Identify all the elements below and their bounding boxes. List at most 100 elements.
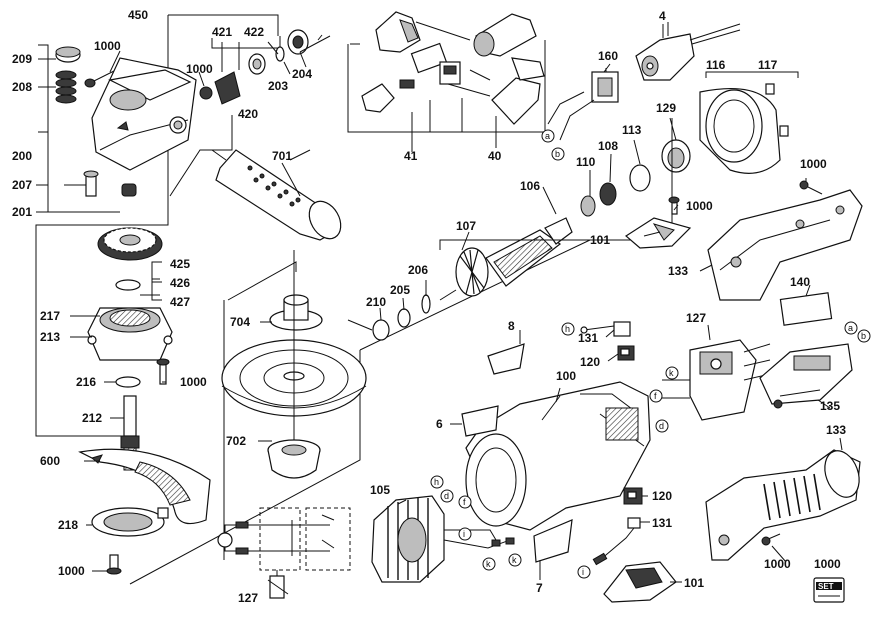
switch-135 <box>759 343 853 409</box>
connector-120-bottom <box>623 487 643 505</box>
callout-h2: h <box>434 477 439 487</box>
label-127-right: 127 <box>686 311 706 325</box>
label-100: 100 <box>556 369 576 383</box>
label-210: 210 <box>366 295 386 309</box>
label-131-bottom: 131 <box>652 516 672 530</box>
screw-1000-c <box>156 358 170 385</box>
label-426: 426 <box>170 276 190 290</box>
callout-f1: f <box>654 391 657 401</box>
label-6: 6 <box>436 417 443 431</box>
label-110: 110 <box>576 155 596 169</box>
switch-127 <box>662 339 771 421</box>
label-218: 218 <box>58 518 78 532</box>
callout-a2: a <box>848 323 853 333</box>
strain-relief-160 <box>547 68 619 141</box>
label-129: 129 <box>656 101 676 115</box>
label-701: 701 <box>272 149 292 163</box>
label-1000-c: 1000 <box>180 375 207 389</box>
label-116: 116 <box>706 58 726 72</box>
wheel-guard-600 <box>78 448 211 525</box>
label-212: 212 <box>82 411 102 425</box>
bolt-207 <box>83 170 99 197</box>
label-1000-e: 1000 <box>686 199 713 213</box>
nut-201 <box>121 183 137 197</box>
label-201: 201 <box>12 205 32 219</box>
bearing-110 <box>580 195 596 217</box>
callout-d2: d <box>444 491 449 501</box>
label-422: 422 <box>244 25 264 39</box>
label-205: 205 <box>390 283 410 297</box>
label-160: 160 <box>598 49 618 63</box>
screw-1000-top <box>84 67 121 88</box>
label-1000-set: 1000 <box>814 557 841 571</box>
label-133-top: 133 <box>668 264 688 278</box>
label-203: 203 <box>268 79 288 93</box>
label-135: 135 <box>820 399 840 413</box>
leader-lines <box>38 24 843 583</box>
cable-switch-group <box>347 11 546 133</box>
callout-i1: i <box>463 529 465 539</box>
label-209: 209 <box>12 52 32 66</box>
label-106: 106 <box>520 179 540 193</box>
label-133-bottom: 133 <box>826 423 846 437</box>
callout-b1: b <box>555 149 560 159</box>
washer-216 <box>115 376 141 388</box>
cable-4 <box>635 22 741 81</box>
callout-h1: h <box>565 324 570 334</box>
connector-131-top <box>580 321 631 337</box>
label-1000-top: 1000 <box>94 39 121 53</box>
pinion-420 <box>169 29 331 197</box>
bearing-108 <box>599 182 617 206</box>
label-120-top: 120 <box>580 355 600 369</box>
label-421: 421 <box>212 25 232 39</box>
spindle-flange-213 <box>87 307 173 361</box>
side-handle-701 <box>211 149 342 241</box>
callout-a1: a <box>545 131 550 141</box>
label-217: 217 <box>40 309 60 323</box>
label-41: 41 <box>404 149 418 163</box>
letter-callouts: a b a b h k f d h d f i k k i <box>430 129 871 579</box>
brush-ring-113 <box>629 164 651 192</box>
callout-d1: d <box>659 421 664 431</box>
motor-housing-100 <box>461 330 651 563</box>
label-120-bottom: 120 <box>652 489 672 503</box>
set-badge <box>813 577 845 603</box>
gear-head-group <box>35 14 331 575</box>
label-101-top: 101 <box>590 233 610 247</box>
callout-k3: k <box>512 555 517 565</box>
label-208: 208 <box>12 80 32 94</box>
pad-140 <box>779 292 833 326</box>
label-450: 450 <box>128 8 148 22</box>
label-427: 427 <box>170 295 190 309</box>
label-4: 4 <box>659 9 666 23</box>
label-600: 600 <box>40 454 60 468</box>
callout-f2: f <box>463 497 466 507</box>
rear-handle-133-top <box>707 189 863 301</box>
label-207: 207 <box>12 178 32 192</box>
flange-704 <box>269 294 323 331</box>
label-200: 200 <box>12 149 32 163</box>
nut-702 <box>267 439 321 479</box>
label-113: 113 <box>622 123 642 137</box>
label-1000-b: 1000 <box>186 62 213 76</box>
label-1000-g: 1000 <box>764 557 791 571</box>
label-206: 206 <box>408 263 428 277</box>
label-107: 107 <box>456 219 476 233</box>
callout-k2: k <box>486 559 491 569</box>
label-127-bottom: 127 <box>238 591 258 605</box>
callout-i2: i <box>582 567 584 577</box>
set-badge-text: SET <box>818 582 834 591</box>
label-1000-f: 1000 <box>800 157 827 171</box>
label-131-top: 131 <box>578 331 598 345</box>
stator-105 <box>371 495 515 583</box>
label-425: 425 <box>170 257 190 271</box>
label-40: 40 <box>488 149 502 163</box>
screw-1000-e <box>668 196 680 215</box>
bevel-gear <box>97 227 163 261</box>
connector-131-bottom <box>592 517 641 566</box>
label-101-bottom: 101 <box>684 576 704 590</box>
label-7: 7 <box>536 581 543 595</box>
fan-baffle-116 <box>699 71 799 174</box>
label-140: 140 <box>790 275 810 289</box>
label-204: 204 <box>292 67 312 81</box>
